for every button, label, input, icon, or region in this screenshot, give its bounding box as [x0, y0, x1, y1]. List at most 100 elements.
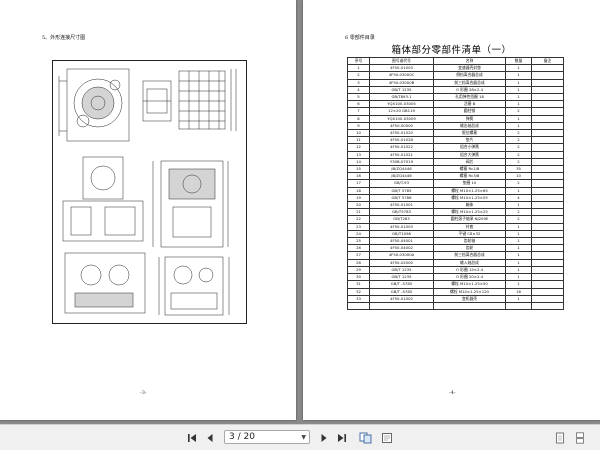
table-cell — [347, 301, 370, 311]
table-cell: 组合小弹簧 — [433, 143, 506, 152]
table-cell: 限位螺塞 — [433, 129, 506, 138]
table-cell: 螺栓 M10×1.25×120 — [433, 287, 506, 296]
table-cell: GB/T -5785 — [369, 287, 434, 296]
right-section-title: 6 零部件目录 — [345, 35, 375, 41]
table-cell: 19 — [347, 193, 370, 203]
next-page-button[interactable] — [318, 431, 330, 444]
table-cell: 16 — [347, 172, 370, 181]
table-cell: 4F50-S0000 — [369, 121, 434, 131]
table-cell — [505, 301, 532, 311]
table-cell: 齿轮轴 — [433, 237, 506, 246]
table-cell: 17 — [347, 179, 370, 188]
table-cell: 4F50-04001 — [369, 237, 434, 246]
table-cell: 螺栓 M10×1.25×25 — [433, 208, 506, 217]
last-page-button[interactable] — [336, 431, 348, 444]
table-cell: GB/T 1235 — [369, 273, 434, 282]
table-cell: 圆柱滚子轴承 NJ209E — [433, 215, 506, 224]
left-section-title: 5、外形连接尺寸图 — [42, 35, 86, 41]
table-cell — [531, 107, 564, 116]
table-cell: GB/T-93 — [369, 179, 434, 188]
table-cell: 7 — [347, 107, 370, 116]
table-cell: 1 — [505, 229, 532, 239]
page-number-field[interactable]: 3 / 20 ▼ — [224, 430, 310, 444]
table-cell — [531, 201, 564, 210]
table-cell: 1 — [505, 201, 532, 210]
table-cell: 24 — [347, 229, 370, 239]
table-cell — [531, 136, 564, 145]
table-cell: 2 — [505, 179, 532, 188]
table-cell: 23 — [347, 222, 370, 231]
two-page-view-button[interactable] — [358, 431, 372, 444]
table-cell — [531, 172, 564, 181]
table-cell — [531, 265, 564, 275]
table-cell — [531, 157, 564, 167]
table-cell: 15 — [347, 165, 370, 174]
table-cell: O 形圈 28×2.4 — [433, 85, 506, 95]
table-cell: 2 — [505, 208, 532, 217]
two-page-icon — [359, 432, 371, 443]
table-cell: 6 — [347, 100, 370, 109]
continuous-view-button[interactable] — [574, 431, 586, 444]
previous-page-button[interactable] — [204, 431, 216, 444]
table-cell — [531, 237, 564, 246]
chevron-down-icon: ▼ — [301, 434, 306, 441]
table-cell: 阀芯 — [433, 157, 506, 167]
table-cell: 前三档离合器总成 — [433, 251, 506, 260]
table-cell — [531, 165, 564, 174]
table-cell: 2 — [505, 215, 532, 224]
table-cell: JB/ZQ4446 — [369, 172, 434, 181]
table-cell: 4F50-01003 — [369, 222, 434, 231]
chevron-left-icon — [207, 433, 213, 442]
col-header: 备注 — [531, 56, 564, 66]
table-cell: 齿轮 — [433, 244, 506, 253]
first-page-button[interactable] — [186, 431, 198, 444]
table-cell: 28 — [347, 258, 370, 267]
single-page-view-button[interactable] — [554, 431, 566, 444]
table-cell — [531, 273, 564, 282]
table-cell: 33 — [347, 294, 370, 303]
table-cell: 4 — [505, 193, 532, 203]
page-number-value: 3 / 20 — [229, 432, 255, 442]
table-cell: 垫片 — [433, 136, 506, 145]
fit-page-icon — [382, 432, 392, 443]
table-row — [347, 301, 564, 311]
fit-page-button[interactable] — [380, 431, 394, 444]
last-page-icon — [338, 433, 346, 442]
table-cell: 2 — [505, 129, 532, 138]
table-title: 箱体部分零部件清单（一） — [391, 45, 512, 56]
table-cell — [531, 64, 564, 73]
table-cell — [369, 301, 434, 311]
table-cell: 平键 C8×32 — [433, 229, 506, 239]
table-cell — [531, 71, 564, 80]
table-cell — [531, 129, 564, 138]
table-cell: 11 — [347, 136, 370, 145]
table-cell: 2 — [347, 71, 370, 80]
table-cell: 10 — [347, 129, 370, 138]
table-cell: 螺栓 M10×1.25×65 — [433, 186, 506, 195]
table-cell: 1 — [505, 186, 532, 195]
table-cell: 1 — [505, 237, 532, 246]
table-cell: 1 — [505, 114, 532, 123]
left-page: 5、外形连接尺寸图 — [0, 0, 296, 420]
table-cell: 1 — [505, 121, 532, 131]
table-cell: 21 — [347, 208, 370, 217]
table-cell — [531, 280, 564, 289]
table-cell: 29 — [347, 265, 370, 275]
table-cell: 4F50-02000 — [369, 258, 434, 267]
col-header: 序号 — [347, 56, 370, 66]
table-cell: 4F50-01022 — [369, 143, 434, 152]
table-cell: 4F50-03000C — [369, 71, 434, 80]
table-cell: 27 — [347, 251, 370, 260]
single-page-icon — [556, 432, 564, 443]
